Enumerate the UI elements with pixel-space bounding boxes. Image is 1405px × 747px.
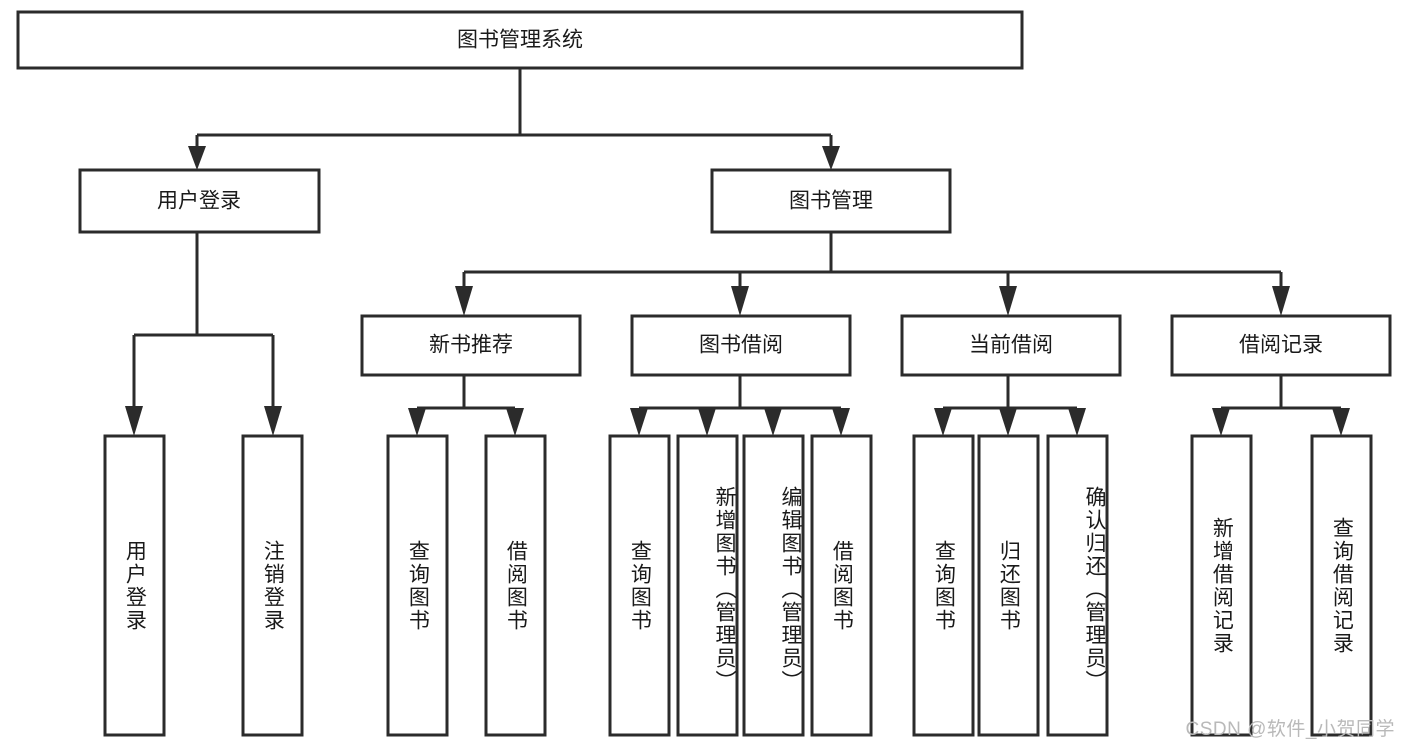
node-book-manage-box[interactable] — [710, 168, 952, 234]
arrow-to-leaf-add-record — [1212, 408, 1230, 436]
node-leaf-add-record-box[interactable] — [1190, 434, 1253, 737]
node-leaf-add-book-box[interactable] — [676, 434, 739, 737]
node-root-box[interactable] — [16, 10, 1024, 70]
node-user-login-box[interactable] — [78, 168, 321, 234]
arrow-to-leaf-confirm-return — [1068, 408, 1086, 436]
node-new-book-recommend-label: 新书推荐 — [429, 334, 513, 357]
node-leaf-edit-book-box[interactable] — [742, 434, 805, 737]
connector-group — [125, 68, 1350, 436]
arrow-to-new-book-recommend — [455, 286, 473, 316]
node-leaf-logout-login-box[interactable] — [241, 434, 304, 737]
arrow-to-leaf-add-book — [698, 408, 716, 436]
arrow-to-leaf-query-book-1 — [408, 408, 426, 436]
node-book-borrow-box[interactable] — [630, 314, 852, 377]
arrow-to-leaf-query-book-3 — [934, 408, 952, 436]
node-leaf-user-login-box[interactable] — [103, 434, 166, 737]
node-book-manage-label: 图书管理 — [789, 190, 873, 213]
node-leaf-query-book-1-box[interactable] — [386, 434, 449, 737]
arrow-to-leaf-query-book-2 — [630, 408, 648, 436]
arrow-to-borrow-record — [1272, 286, 1290, 316]
node-leaf-confirm-return-box[interactable] — [1046, 434, 1109, 737]
arrow-to-leaf-user-login — [125, 406, 143, 436]
node-new-book-recommend[interactable]: 新书推荐 — [360, 314, 582, 377]
node-leaf-borrow-book-2-box[interactable] — [810, 434, 873, 737]
node-new-book-recommend-box[interactable] — [360, 314, 582, 377]
arrow-to-leaf-borrow-book-2 — [832, 408, 850, 436]
arrow-to-leaf-borrow-book-1 — [506, 408, 524, 436]
arrow-to-leaf-edit-book — [764, 408, 782, 436]
node-user-login[interactable]: 用户登录 — [78, 168, 321, 234]
node-root[interactable]: 图书管理系统 — [16, 10, 1024, 70]
node-book-manage[interactable]: 图书管理 — [710, 168, 952, 234]
arrow-to-current-borrow — [999, 286, 1017, 316]
watermark-text: CSDN @软件_小贺同学 — [1185, 719, 1395, 740]
arrow-to-leaf-return-book — [999, 408, 1017, 436]
node-leaf-query-book-2-box[interactable] — [608, 434, 671, 737]
node-user-login-label: 用户登录 — [157, 190, 241, 213]
node-borrow-record[interactable]: 借阅记录 — [1170, 314, 1392, 377]
node-book-borrow-label: 图书借阅 — [699, 334, 783, 357]
node-current-borrow-box[interactable] — [900, 314, 1122, 377]
arrow-to-user-login — [188, 146, 206, 170]
node-leaf-query-record-box[interactable] — [1310, 434, 1373, 737]
node-leaf-return-book-box[interactable] — [977, 434, 1040, 737]
arrow-to-book-borrow — [731, 286, 749, 316]
node-book-borrow[interactable]: 图书借阅 — [630, 314, 852, 377]
node-current-borrow-label: 当前借阅 — [969, 334, 1053, 357]
node-leaf-borrow-book-1-box[interactable] — [484, 434, 547, 737]
node-borrow-record-label: 借阅记录 — [1239, 334, 1323, 357]
node-leaf-query-book-3-box[interactable] — [912, 434, 975, 737]
node-current-borrow[interactable]: 当前借阅 — [900, 314, 1122, 377]
arrow-to-leaf-logout-login — [264, 406, 282, 436]
node-root-label: 图书管理系统 — [457, 29, 583, 52]
arrow-to-book-manage — [822, 146, 840, 170]
arrow-to-leaf-query-record — [1332, 408, 1350, 436]
node-borrow-record-box[interactable] — [1170, 314, 1392, 377]
